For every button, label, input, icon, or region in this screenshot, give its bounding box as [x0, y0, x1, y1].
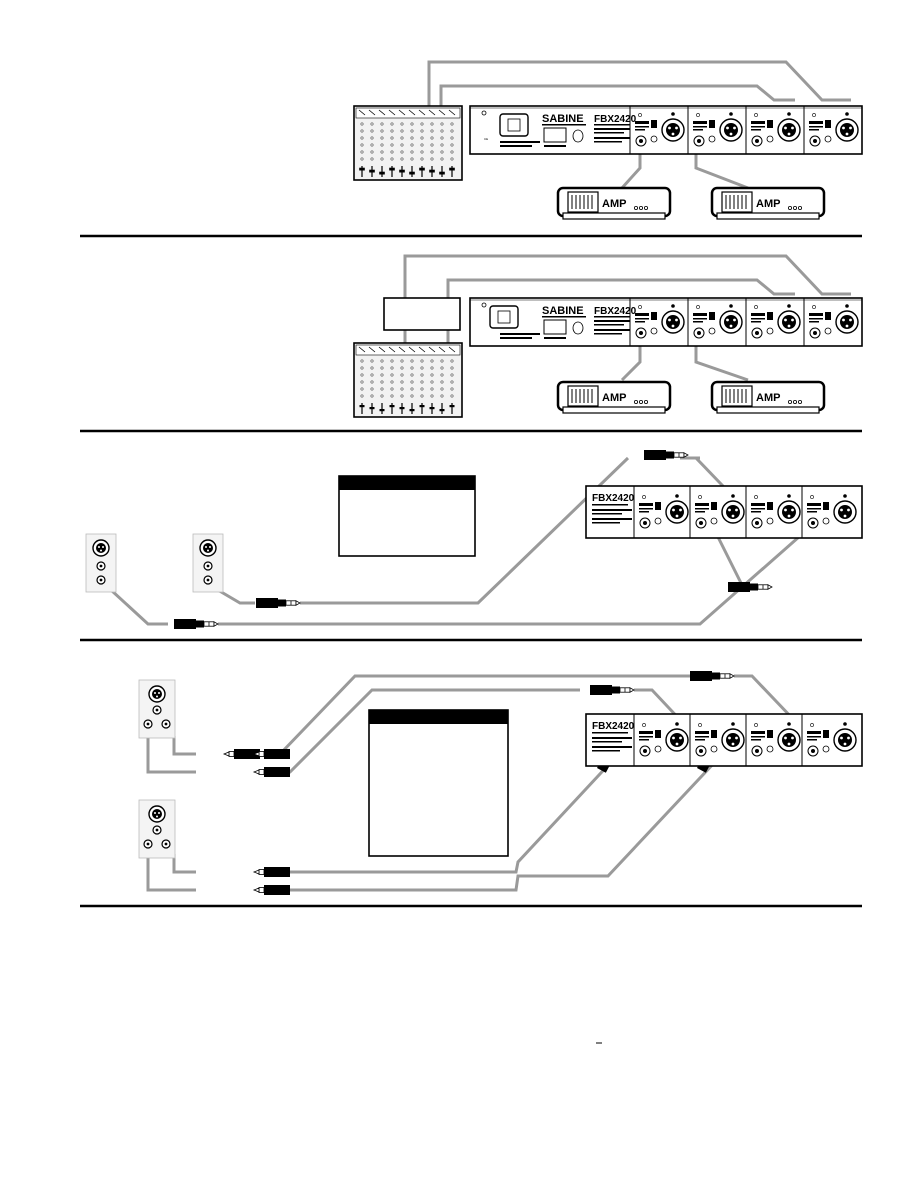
mixer-channel-strip [398, 346, 406, 414]
mixer-channel-strip [428, 346, 436, 414]
mixer-channel-strip [368, 109, 376, 177]
power-amplifier-3: AMP [556, 380, 672, 415]
amp-label-1: AMP [602, 198, 626, 210]
mixer-channel-strip [378, 346, 386, 414]
callout-box-2 [368, 709, 509, 857]
outboard-processor-box [383, 297, 461, 331]
section-3-cables [109, 456, 801, 626]
callout-box-1 [338, 475, 476, 557]
mixer-console-1 [353, 105, 463, 181]
mixer-channel-strip [448, 346, 456, 414]
phone-plug-e [589, 684, 635, 696]
phone-plug-f [689, 670, 735, 682]
power-amplifier-4: AMP [710, 380, 826, 415]
fbx-rear-panel-2: SABINE FBX2420 [469, 297, 863, 347]
wall-plate-d [138, 799, 176, 859]
model-label-2: FBX2420 [594, 306, 637, 317]
phone-plug-a [173, 618, 219, 630]
mixer-channel-strip [418, 109, 426, 177]
diagram-section-1: CE SABINE FBX2420 AMP [353, 60, 863, 221]
mixer-channel-strip [438, 346, 446, 414]
mixer-channel-strip [358, 346, 366, 414]
mixer-channel-strip [388, 109, 396, 177]
mixer-channel-strip [408, 346, 416, 414]
rca-plugs-left [253, 748, 291, 896]
mixer-channel-strip [368, 346, 376, 414]
diagram-section-4: FBX2420 [138, 670, 863, 896]
wall-plate-a [85, 533, 117, 593]
mixer-channel-strip [408, 109, 416, 177]
section-2-cables [403, 254, 851, 382]
power-amplifier-1: AMP [556, 186, 672, 221]
diagram-section-3: FBX2420 [85, 449, 863, 630]
fbx-rear-panel-1: CE SABINE FBX2420 [469, 105, 863, 155]
wall-plate-b [192, 533, 224, 593]
svg-text:CE: CE [484, 137, 488, 141]
fbx-rear-panel-4: FBX2420 [585, 713, 863, 767]
section-1-cables [427, 60, 851, 190]
diagram-section-2: SABINE FBX2420 AMP AMP [353, 254, 863, 418]
mixer-channel-strip [438, 109, 446, 177]
power-amplifier-2: AMP [710, 186, 826, 221]
mixer-channel-strip [448, 109, 456, 177]
model-label-3: FBX2420 [592, 493, 635, 504]
wall-plate-c [138, 679, 176, 739]
mixer-channel-strip [388, 346, 396, 414]
brand-label-1: SABINE [542, 113, 584, 125]
brand-label-2: SABINE [542, 305, 584, 317]
model-label-1: FBX2420 [594, 114, 637, 125]
mixer-console-2 [353, 342, 463, 418]
phone-plug-d [727, 581, 773, 593]
mixer-channel-strip [428, 109, 436, 177]
phone-plug-b [255, 597, 301, 609]
amp-label-3: AMP [602, 392, 626, 404]
amp-label-2: AMP [756, 198, 780, 210]
mixer-channel-strip [378, 109, 386, 177]
mixer-channel-strip [418, 346, 426, 414]
model-label-4: FBX2420 [592, 721, 635, 732]
fbx-rear-panel-3: FBX2420 [585, 485, 863, 539]
mixer-channel-strip [358, 109, 366, 177]
amp-label-4: AMP [756, 392, 780, 404]
mixer-channel-strip [398, 109, 406, 177]
